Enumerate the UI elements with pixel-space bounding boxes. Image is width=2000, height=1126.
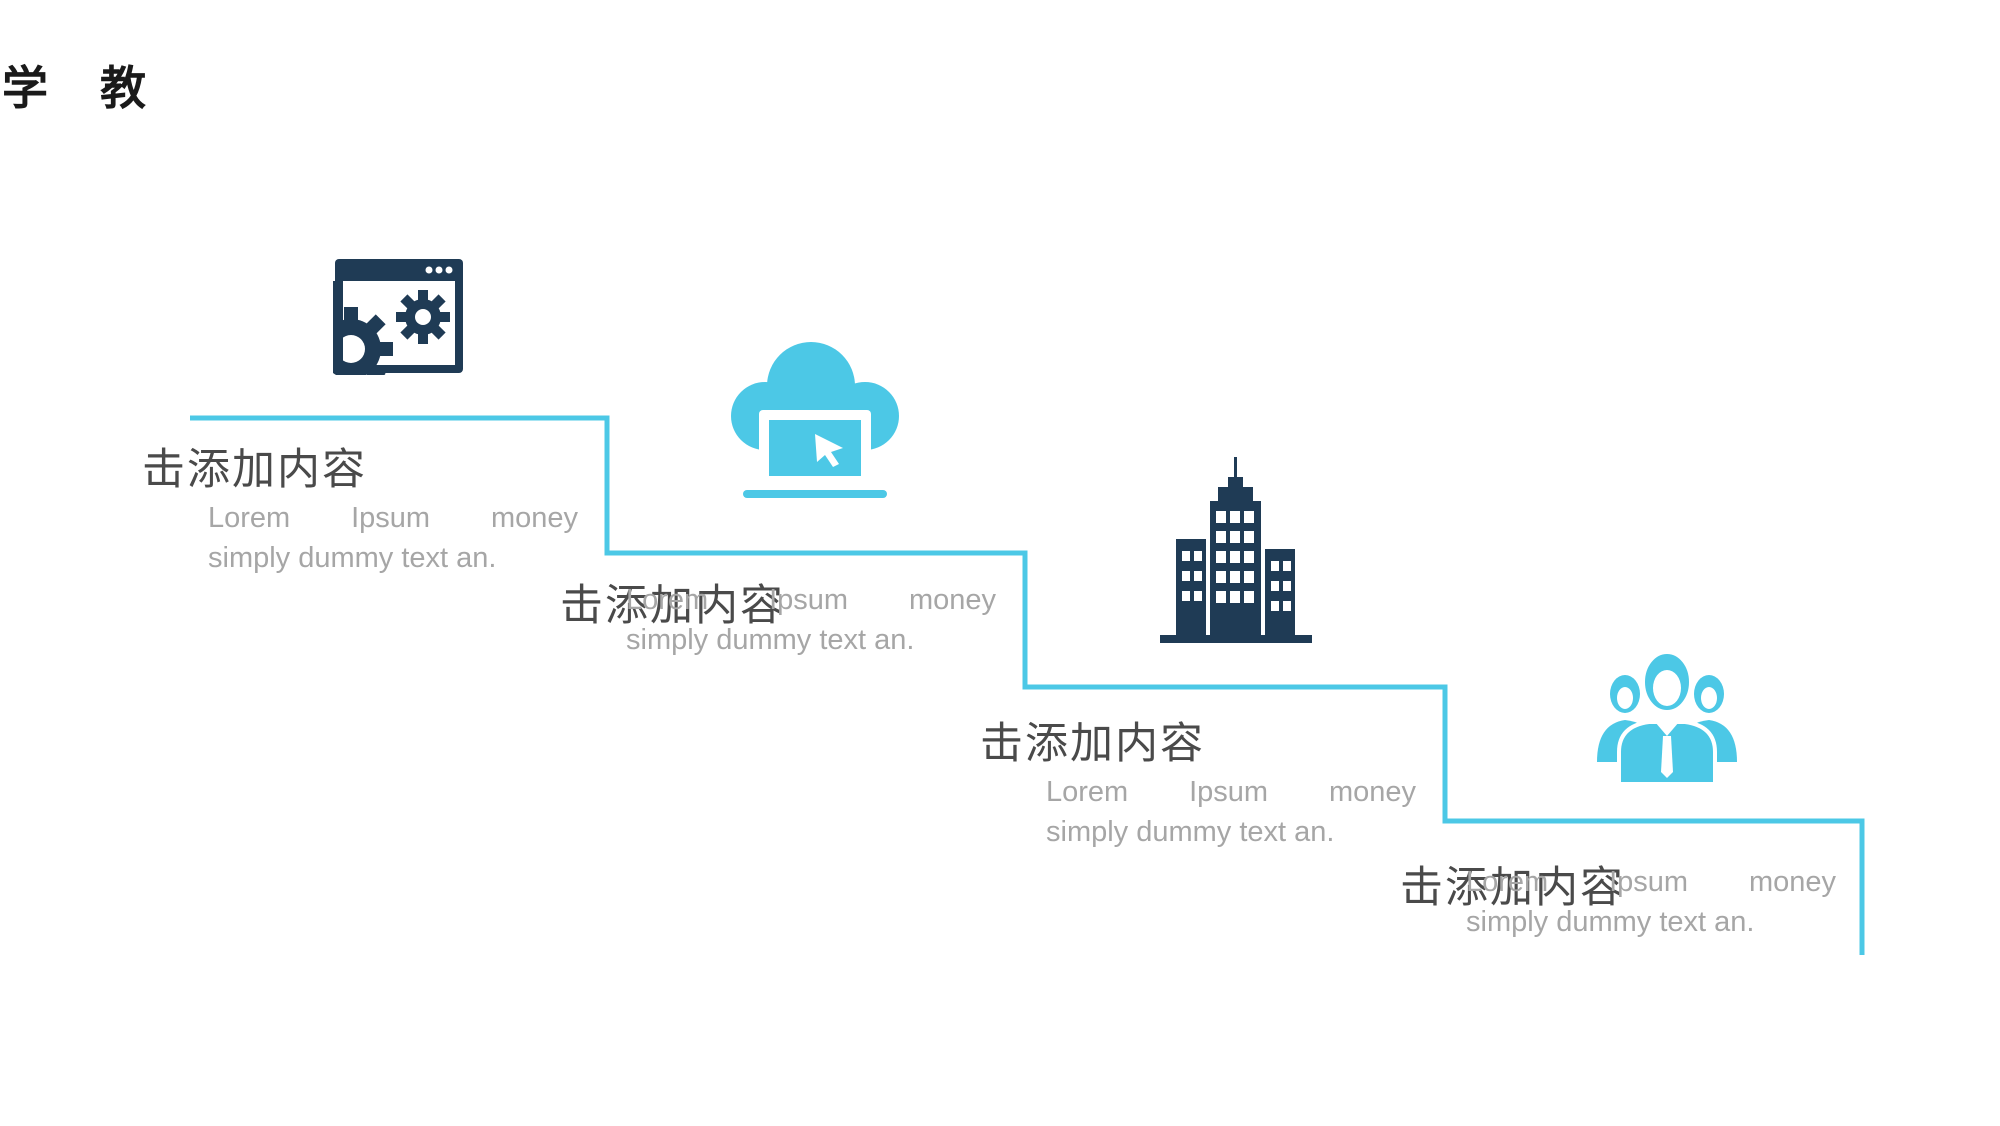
desc-word: Lorem	[1046, 775, 1129, 808]
step-description: Lorem Ipsum money simply dummy text an.	[1466, 862, 1836, 942]
desc-word: money	[1328, 775, 1416, 808]
corner-title: 学 教	[2, 61, 165, 115]
desc-word: money	[1748, 865, 1836, 898]
desc-word: Ipsum	[351, 501, 431, 534]
desc-word: Lorem	[1466, 865, 1549, 898]
step-description: Lorem Ipsum money simply dummy text an.	[626, 580, 996, 660]
description-line-1: Lorem Ipsum money	[626, 580, 996, 620]
step-title: 击添加内容	[1400, 863, 1625, 913]
step-4: 击添加内容 Lorem Ipsum money simply dummy tex…	[1400, 862, 1840, 942]
step-description: Lorem Ipsum money simply dummy text an.	[1046, 772, 1416, 852]
desc-word: money	[490, 501, 578, 534]
desc-word: Ipsum	[1189, 775, 1269, 808]
step-2: 击添加内容 Lorem Ipsum money simply dummy tex…	[560, 580, 1000, 660]
description-line-2: simply dummy text an.	[1466, 905, 1755, 938]
step-title: 击添加内容	[142, 445, 367, 495]
step-1: 击添加内容 Lorem Ipsum money simply dummy tex…	[142, 444, 582, 578]
browser-settings-gears-icon	[321, 257, 465, 384]
city-buildings-icon	[1160, 457, 1312, 643]
description-line-1: Lorem Ipsum money	[1046, 772, 1416, 812]
step-title: 击添加内容	[980, 719, 1205, 769]
desc-word: Lorem	[626, 583, 709, 616]
description-line-2: simply dummy text an.	[208, 541, 497, 574]
step-3: 击添加内容 Lorem Ipsum money simply dummy tex…	[980, 718, 1420, 852]
cloud-laptop-icon	[725, 336, 905, 510]
desc-word: money	[908, 583, 996, 616]
desc-word: Lorem	[208, 501, 291, 534]
description-line-2: simply dummy text an.	[1046, 815, 1335, 848]
desc-word: Ipsum	[769, 583, 849, 616]
business-team-icon	[1597, 650, 1737, 786]
description-line-2: simply dummy text an.	[626, 623, 915, 656]
description-line-1: Lorem Ipsum money	[1466, 862, 1836, 902]
step-title: 击添加内容	[560, 581, 785, 631]
desc-word: Ipsum	[1609, 865, 1689, 898]
description-line-1: Lorem Ipsum money	[208, 498, 578, 538]
step-description: Lorem Ipsum money simply dummy text an.	[208, 498, 578, 578]
